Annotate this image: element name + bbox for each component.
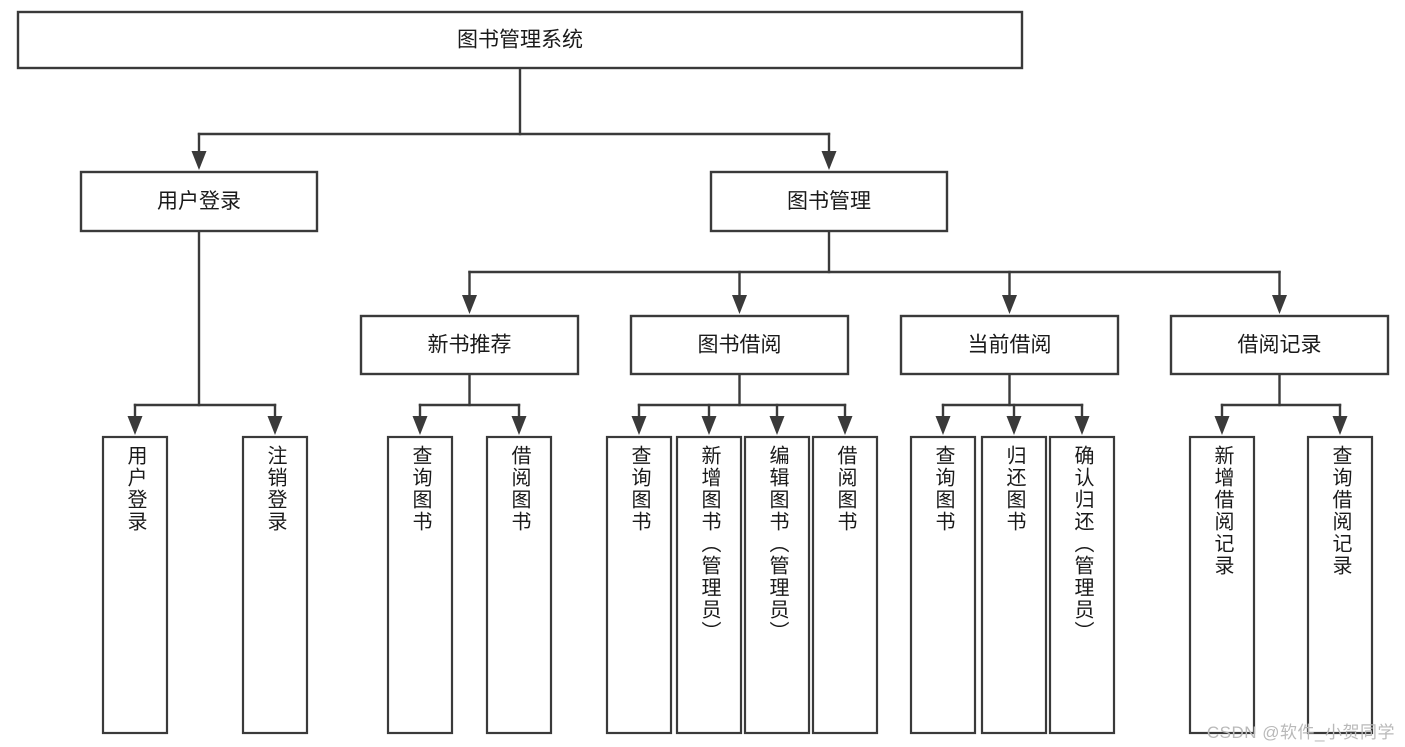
node-box[interactable] xyxy=(980,435,1048,735)
arrow-head-icon xyxy=(701,416,717,435)
arrow-head-icon xyxy=(1006,416,1022,435)
arrow-head-icon xyxy=(462,295,477,314)
arrow-head-icon xyxy=(631,416,647,435)
arrow-head-icon xyxy=(127,416,143,435)
node-box[interactable] xyxy=(909,435,977,735)
leaf-box-9-归还图书[interactable] xyxy=(980,435,1048,735)
node-box[interactable] xyxy=(1169,314,1390,376)
leaf-box-5-新增图书（管理员）[interactable] xyxy=(675,435,743,735)
node-box[interactable] xyxy=(79,170,319,233)
arrow-head-icon xyxy=(821,151,837,170)
leaf-box-3-借阅图书[interactable] xyxy=(485,435,553,735)
arrow-head-icon xyxy=(1332,416,1348,435)
node-box[interactable] xyxy=(386,435,454,735)
node-box[interactable] xyxy=(241,435,309,735)
leaf-box-2-查询图书[interactable] xyxy=(386,435,454,735)
arrow-head-icon xyxy=(769,416,785,435)
arrow-head-icon xyxy=(191,151,207,170)
arrow-head-icon xyxy=(1002,295,1017,314)
node-label: 图书管理 xyxy=(787,190,871,213)
node-box[interactable] xyxy=(101,435,169,735)
leaf-box-4-查询图书[interactable] xyxy=(605,435,673,735)
leaf-box-6-编辑图书（管理员）[interactable] xyxy=(743,435,811,735)
node-label: 当前借阅 xyxy=(968,334,1052,357)
arrow-head-icon xyxy=(267,416,283,435)
node-level3-当前借阅[interactable]: 当前借阅 xyxy=(899,314,1120,376)
node-level2-用户登录[interactable]: 用户登录 xyxy=(79,170,319,233)
node-box[interactable] xyxy=(1306,435,1374,735)
leaf-box-0-用户登录[interactable] xyxy=(101,435,169,735)
node-level3-借阅记录[interactable]: 借阅记录 xyxy=(1169,314,1390,376)
node-box[interactable] xyxy=(605,435,673,735)
node-level3-新书推荐[interactable]: 新书推荐 xyxy=(359,314,580,376)
node-level2-图书管理[interactable]: 图书管理 xyxy=(709,170,949,233)
node-box[interactable] xyxy=(485,435,553,735)
node-label: 借阅记录 xyxy=(1238,334,1322,357)
csdn-watermark: CSDN @软件_小贺同学 xyxy=(1206,723,1395,742)
arrow-head-icon xyxy=(1272,295,1287,314)
leaf-box-8-查询图书[interactable] xyxy=(909,435,977,735)
leaf-box-1-注销登录[interactable] xyxy=(241,435,309,735)
leaf-box-10-确认归还（管理员）[interactable] xyxy=(1048,435,1116,735)
node-box[interactable] xyxy=(359,314,580,376)
arrow-head-icon xyxy=(412,416,428,435)
arrow-head-icon xyxy=(837,416,853,435)
node-label: 新书推荐 xyxy=(428,334,512,357)
node-level3-图书借阅[interactable]: 图书借阅 xyxy=(629,314,850,376)
node-root-图书管理系统[interactable]: 图书管理系统 xyxy=(16,10,1024,70)
node-label: 用户登录 xyxy=(157,190,241,213)
node-box[interactable] xyxy=(16,10,1024,70)
node-box[interactable] xyxy=(811,435,879,735)
node-box[interactable] xyxy=(629,314,850,376)
leaf-box-12-查询借阅记录[interactable] xyxy=(1306,435,1374,735)
connectors-layer xyxy=(127,66,1348,435)
arrow-head-icon xyxy=(732,295,747,314)
node-label: 图书借阅 xyxy=(698,334,782,357)
arrow-head-icon xyxy=(511,416,527,435)
node-box[interactable] xyxy=(675,435,743,735)
node-box[interactable] xyxy=(899,314,1120,376)
arrow-head-icon xyxy=(1214,416,1230,435)
node-box[interactable] xyxy=(709,170,949,233)
node-box[interactable] xyxy=(743,435,811,735)
leaf-box-11-新增借阅记录[interactable] xyxy=(1188,435,1256,735)
arrow-head-icon xyxy=(935,416,951,435)
node-label: 图书管理系统 xyxy=(457,29,583,52)
node-box[interactable] xyxy=(1048,435,1116,735)
node-box[interactable] xyxy=(1188,435,1256,735)
arrow-head-icon xyxy=(1074,416,1090,435)
leaf-box-7-借阅图书[interactable] xyxy=(811,435,879,735)
